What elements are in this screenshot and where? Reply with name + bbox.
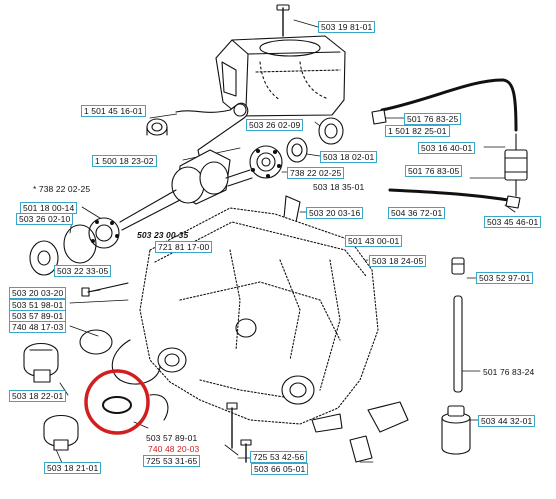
part-label-p21: 503 18 24-05 xyxy=(369,255,427,267)
crankshaft-connecting-rod xyxy=(119,102,253,231)
part-label-p14: 503 45 46-01 xyxy=(484,216,542,228)
part-label-p13: 504 36 72-01 xyxy=(388,207,446,219)
retainer-wire xyxy=(111,339,169,421)
part-label-p36: 503 18 21-01 xyxy=(44,462,102,474)
crankcase-lugs xyxy=(311,401,409,433)
hose-connector xyxy=(451,257,465,275)
part-label-p20: 501 43 00-01 xyxy=(345,235,403,247)
bolt-short xyxy=(240,439,252,463)
needle-bearing xyxy=(146,118,168,136)
fuel-hose-lower xyxy=(388,188,521,209)
main-bearing-left xyxy=(88,217,120,249)
part-label-p32-highlighted: 740 48 20-03 xyxy=(148,444,200,454)
highlight-circle xyxy=(84,369,150,435)
drain-plug-upper xyxy=(23,342,59,383)
fuel-cap xyxy=(441,405,471,455)
part-label-p24: 503 20 03-20 xyxy=(9,287,67,299)
part-label-p06: 503 16 40-01 xyxy=(418,142,476,154)
seal-left xyxy=(29,240,59,276)
gasket-left xyxy=(79,329,113,355)
part-label-p17: 503 20 03-16 xyxy=(306,207,364,219)
main-bearing-right xyxy=(249,145,283,179)
part-label-p31: 503 57 89-01 xyxy=(146,433,198,443)
cylinder-part xyxy=(215,4,346,117)
part-label-p05: 1 501 82 25-01 xyxy=(385,125,450,137)
part-label-p19: 721 81 17-00 xyxy=(155,241,213,253)
part-label-p33: 725 53 31-65 xyxy=(143,455,201,467)
part-label-p23: 503 52 97-01 xyxy=(476,272,534,284)
part-label-p34: 725 53 42-56 xyxy=(250,451,308,463)
bolt-long xyxy=(226,402,238,449)
part-label-p03: 503 26 02-09 xyxy=(246,119,304,131)
part-label-p16: 503 26 02-10 xyxy=(16,213,74,225)
drain-plug-lower xyxy=(43,414,79,451)
fuel-filter xyxy=(504,133,528,197)
part-label-p22: 503 22 33-05 xyxy=(54,265,112,277)
impulse-hose xyxy=(453,295,463,393)
part-label-p28: 501 76 83-24 xyxy=(483,367,535,377)
part-label-p35: 503 66 05-01 xyxy=(251,463,309,475)
part-label-p07: 1 500 18 23-02 xyxy=(92,155,157,167)
seal-top-right xyxy=(318,117,344,145)
part-label-p18: 503 23 00-35 xyxy=(137,230,189,240)
crankcase-ports xyxy=(157,318,315,405)
part-label-p29: 503 18 22-01 xyxy=(9,390,67,402)
fuel-hose-upper xyxy=(371,78,518,132)
part-label-p01: 503 19 81-01 xyxy=(318,21,376,33)
highlighted-oring xyxy=(102,396,132,414)
part-label-p30: 503 44 32-01 xyxy=(478,415,536,427)
bolt-left xyxy=(81,282,129,297)
part-label-p02: 1 501 45 16-01 xyxy=(81,105,146,117)
part-label-p27: 740 48 17-03 xyxy=(9,321,67,333)
sleeve-bottom xyxy=(349,435,373,463)
part-label-p04: 501 76 83-25 xyxy=(404,113,462,125)
seal-ring-right xyxy=(286,137,308,163)
part-label-p08: 503 18 02-01 xyxy=(320,151,378,163)
part-label-p11: 501 76 83-05 xyxy=(405,165,463,177)
part-label-p12: * 738 22 02-25 xyxy=(33,184,91,194)
part-label-p09: 738 22 02-25 xyxy=(287,167,345,179)
part-label-p10: 503 18 35-01 xyxy=(313,182,365,192)
oring-left xyxy=(63,224,97,264)
